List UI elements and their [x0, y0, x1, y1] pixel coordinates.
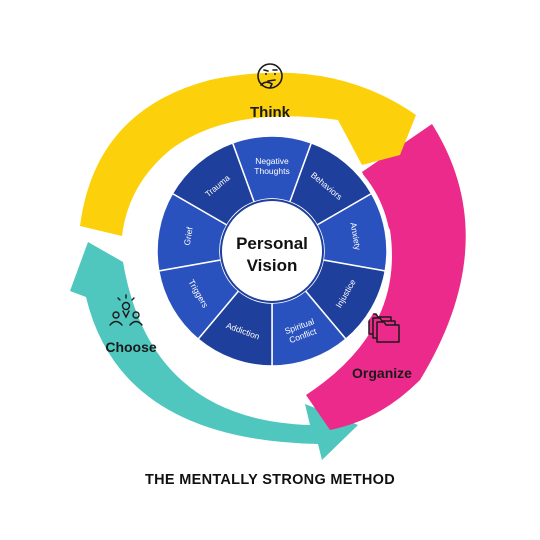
think-arrow [80, 72, 416, 236]
wheel-segment-label: Grief [182, 226, 195, 247]
organize-arrow [306, 124, 466, 430]
decision-people-icon [109, 294, 143, 326]
center-title-line1: Personal [236, 234, 308, 253]
folders-icon [368, 313, 400, 343]
stage-label-think: Think [250, 104, 291, 121]
stage-label-choose: Choose [105, 339, 157, 355]
center-circle [220, 199, 324, 303]
choose-arrow [70, 242, 358, 460]
center-title-line2: Vision [247, 256, 298, 275]
thinking-face-icon [257, 63, 283, 89]
stage-label-organize: Organize [352, 365, 412, 381]
diagram-title: THE MENTALLY STRONG METHOD [144, 472, 395, 488]
wheel-segment-label: Anxiety [348, 222, 363, 252]
